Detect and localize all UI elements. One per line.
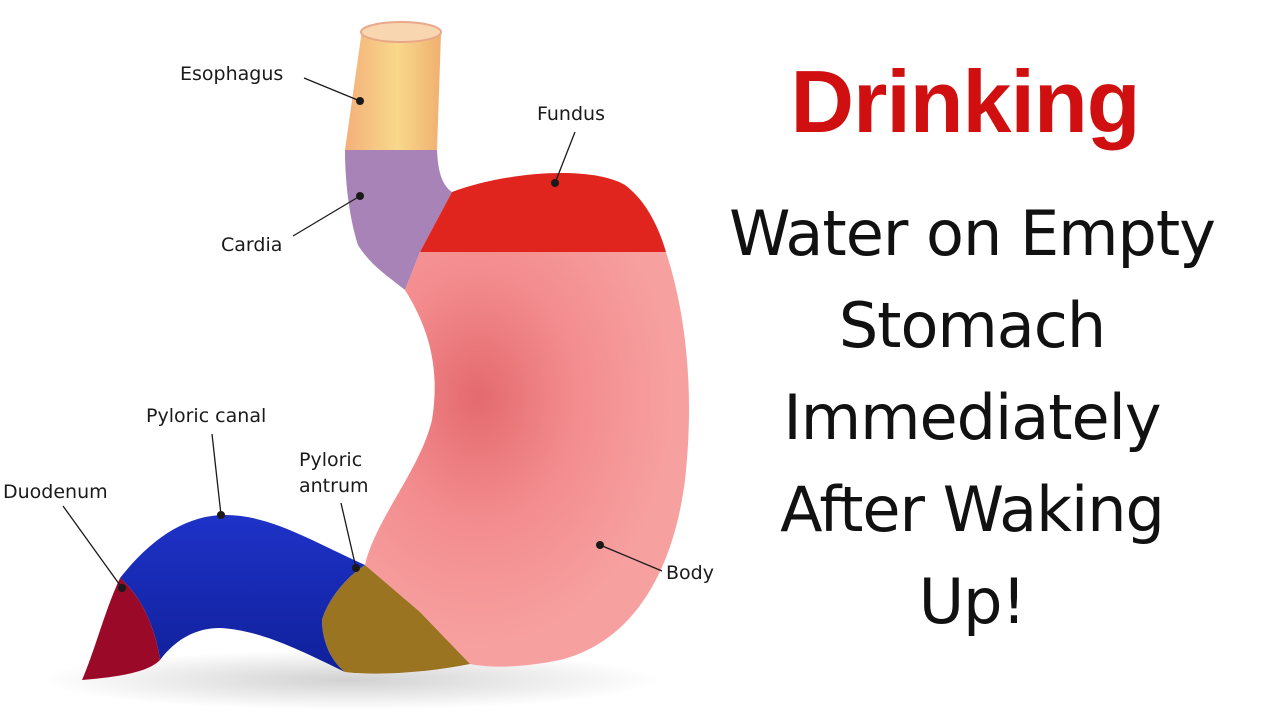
fundus-dot: [551, 179, 559, 187]
label-body: Body: [666, 562, 714, 584]
label-fundus: Fundus: [537, 103, 605, 125]
body-dot: [596, 541, 604, 549]
body-segment: [365, 252, 690, 667]
pyloric-canal-leader: [211, 433, 222, 516]
label-pyloric-antrum-line1: Pyloric: [299, 449, 362, 471]
subtitle-line-1: Water on Empty: [729, 197, 1216, 270]
body-leader: [599, 544, 663, 572]
label-esophagus: Esophagus: [180, 63, 283, 85]
pyloric-antrum-dot: [352, 564, 360, 572]
subtitle: Water on Empty Stomach Immediately After…: [682, 188, 1262, 648]
pyloric-canal-segment: [120, 515, 365, 672]
esophagus-leader: [303, 77, 361, 102]
pyloric-antrum-segment: [322, 565, 470, 674]
headline: Drinking: [790, 52, 1141, 151]
duodenum-dot: [118, 584, 126, 592]
label-duodenum: Duodenum: [3, 481, 108, 503]
fundus-leader: [554, 131, 576, 184]
pyloric-antrum-leader: [340, 502, 357, 569]
cardia-leader: [292, 195, 361, 237]
subtitle-line-2: Stomach: [838, 289, 1106, 362]
cardia-dot: [356, 192, 364, 200]
pyloric-canal-dot: [217, 511, 225, 519]
cardia-segment: [345, 150, 452, 290]
subtitle-line-5: Up!: [918, 565, 1027, 638]
subtitle-line-4: After Waking: [780, 473, 1165, 546]
label-pyloric-antrum-line2: antrum: [299, 475, 369, 497]
label-cardia: Cardia: [221, 234, 282, 256]
fundus-segment: [420, 173, 666, 252]
esophagus-dot: [356, 97, 364, 105]
esophagus-opening: [360, 21, 442, 43]
label-pyloric-canal: Pyloric canal: [146, 405, 266, 427]
esophagus-segment: [345, 30, 441, 150]
duodenum-leader: [62, 505, 123, 589]
subtitle-line-3: Immediately: [783, 381, 1161, 454]
duodenum-segment: [82, 578, 160, 680]
